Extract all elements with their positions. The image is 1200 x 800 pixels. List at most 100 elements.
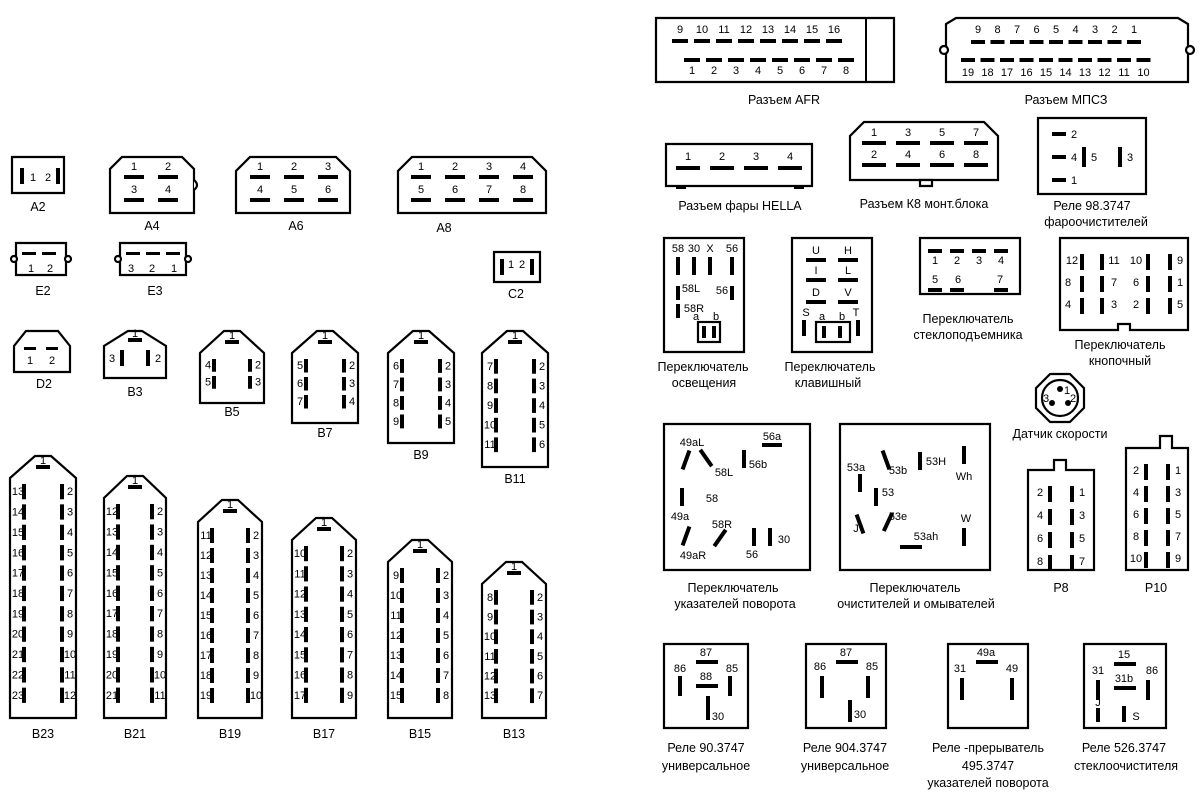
pin-contact	[494, 609, 498, 625]
pin-number: 30	[854, 709, 866, 721]
pin-contact	[1048, 532, 1052, 548]
pin-contact	[317, 527, 331, 531]
pin-contact	[768, 528, 772, 546]
pin-contact	[116, 646, 120, 663]
pin-number: 1	[418, 161, 424, 173]
pin-number: 3	[445, 379, 451, 391]
pin-number: 15	[806, 24, 818, 36]
pin-number: 8	[994, 24, 1000, 36]
pin-contact	[804, 39, 820, 43]
latch-tab	[113, 254, 123, 264]
pin-number: 5	[291, 184, 297, 196]
pin-number: 3	[1043, 393, 1049, 405]
pin-number: 5	[1079, 533, 1085, 545]
pin-contact	[60, 606, 64, 622]
pin-contact	[507, 571, 521, 575]
pin-contact	[530, 668, 534, 684]
pin-contact	[304, 606, 308, 622]
pin-contact	[150, 544, 154, 561]
pin-number: 2	[45, 172, 51, 184]
pin-number: 13	[294, 609, 306, 621]
pin-contact	[794, 58, 810, 62]
pin-contact	[1088, 40, 1102, 44]
pin-number: 1	[30, 172, 36, 184]
pin-contact	[1080, 298, 1084, 314]
pin-contact	[150, 687, 154, 703]
pin-number: 10	[1130, 553, 1142, 565]
pin-number: 3	[905, 127, 911, 139]
pin-number: 4	[539, 400, 545, 412]
pin-number: 49	[1006, 663, 1018, 675]
pin-contact	[304, 647, 308, 663]
pin-contact	[340, 606, 344, 622]
pin-contact	[246, 548, 250, 563]
pin-number: 18	[981, 67, 993, 79]
connector-outline	[1124, 434, 1190, 572]
pin-contact	[950, 288, 964, 292]
pin-number: 10	[294, 548, 306, 560]
pin-number: 1	[321, 517, 327, 529]
pin-contact	[494, 649, 498, 664]
pin-number: 5	[67, 547, 73, 559]
pin-number: 86	[814, 661, 826, 673]
pin-number: 4	[520, 161, 526, 173]
pin-contact	[990, 40, 1005, 44]
pin-number: 2	[49, 355, 55, 367]
pin-contact	[1080, 254, 1084, 270]
pin-number: 10	[250, 690, 262, 702]
pin-contact	[436, 568, 440, 583]
pin-number: 4	[157, 547, 163, 559]
pin-number: 8	[520, 184, 526, 196]
pin-contact	[60, 687, 64, 703]
pin-number: 6	[297, 378, 303, 390]
pin-contact	[150, 504, 154, 520]
pin-contact	[530, 259, 534, 275]
connector-label: B11	[504, 472, 525, 486]
connector-outline	[386, 329, 456, 445]
connector-outline	[492, 250, 542, 284]
pin-contact	[304, 395, 308, 409]
connector-outline	[10, 155, 66, 195]
connector-label: B19	[219, 727, 241, 741]
pin-contact	[802, 320, 806, 336]
pin-number: 19	[200, 690, 212, 702]
pin-number: 5	[418, 184, 424, 196]
connector-outline	[12, 329, 72, 374]
pin-number: 2	[253, 530, 259, 542]
pin-contact	[680, 449, 692, 471]
pin-contact	[223, 509, 237, 513]
pin-number: 1	[418, 330, 424, 342]
pin-number: 5	[445, 416, 451, 428]
pin-number: 2	[47, 263, 53, 275]
pin-number: 2	[165, 161, 171, 173]
pin-contact	[1097, 58, 1112, 62]
connector-label: Реле 90.3747	[667, 741, 744, 755]
pin-number: 6	[1037, 533, 1043, 545]
connector-label: B5	[224, 405, 239, 419]
pin-number: 7	[1079, 556, 1085, 568]
connector-outline	[108, 155, 196, 215]
pin-contact	[1100, 276, 1104, 292]
pin-contact	[246, 668, 250, 683]
pin-contact	[22, 687, 26, 703]
pin-contact	[716, 39, 732, 43]
pin-contact	[1048, 509, 1052, 525]
pin-number: H	[844, 245, 852, 257]
pin-contact	[22, 252, 36, 255]
pin-contact	[881, 512, 895, 532]
pin-number: 12	[106, 506, 118, 518]
pin-number: 1	[27, 355, 33, 367]
pin-number: X	[706, 243, 714, 255]
pin-number: a	[693, 311, 700, 323]
pin-contact	[22, 585, 26, 602]
pin-contact	[400, 396, 404, 410]
pin-contact	[508, 340, 522, 344]
pin-number: 3	[1175, 487, 1181, 499]
pin-contact	[1000, 58, 1014, 62]
pin-number: 13	[106, 527, 118, 539]
pin-number: 88	[700, 671, 712, 683]
pin-number: 3	[347, 568, 353, 580]
pin-number: 1	[1071, 175, 1077, 187]
connector-outline	[804, 642, 888, 730]
